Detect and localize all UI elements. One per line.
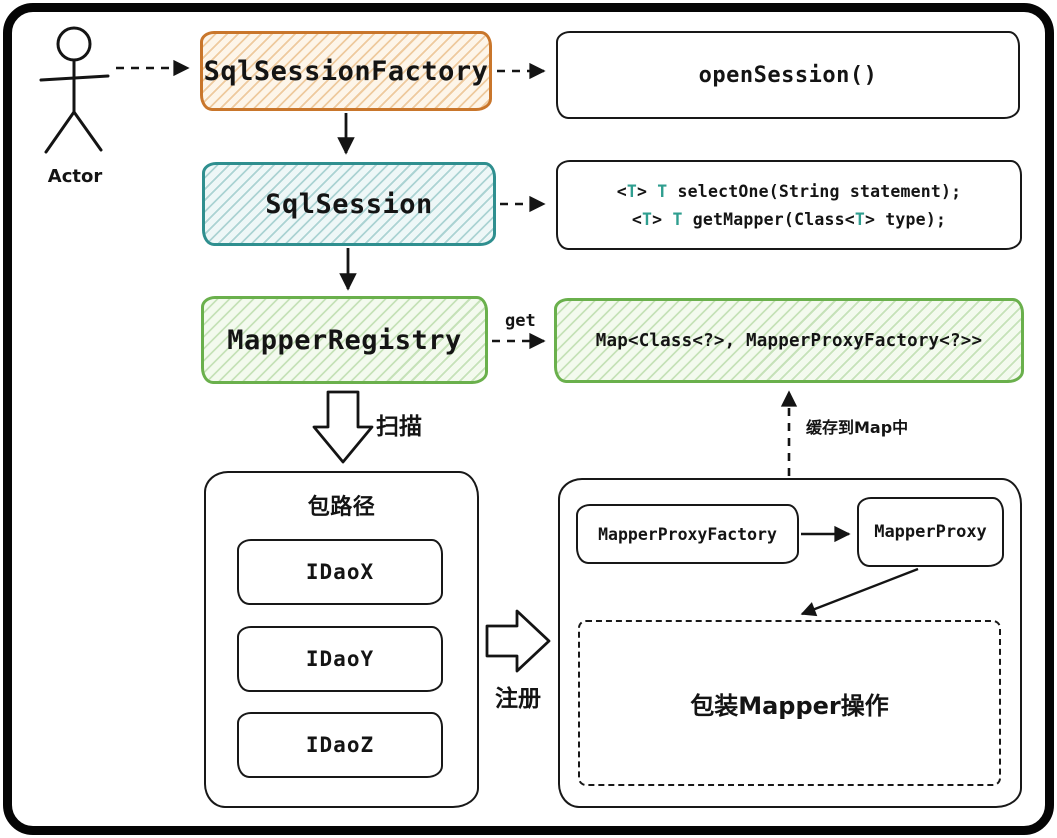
idaoy-label: IDaoY: [305, 647, 375, 671]
mapperregistry-label: MapperRegistry: [227, 324, 462, 356]
mapperproxy-label: MapperProxy: [874, 522, 987, 542]
code-part: <: [616, 181, 627, 201]
map-entry-node: Map<Class<?>, MapperProxyFactory<?>>: [554, 298, 1024, 383]
scan-label: 扫描: [376, 414, 422, 440]
idaoz-node: IDaoZ: [237, 712, 443, 778]
mapperproxyfactory-label: MapperProxyFactory: [598, 524, 777, 544]
sqlsessionfactory-node: SqlSessionFactory: [200, 31, 492, 111]
code-part: >: [636, 181, 658, 201]
sqlsessionfactory-label: SqlSessionFactory: [203, 55, 489, 87]
mapperregistry-node: MapperRegistry: [201, 296, 488, 384]
get-label: get: [505, 311, 536, 331]
code-part: selectOne(String statement);: [667, 181, 962, 201]
code-part: T: [672, 209, 683, 229]
code-line-getmapper: <T> T getMapper(Class<T> type);: [632, 210, 946, 229]
idaox-label: IDaoX: [305, 560, 375, 584]
mapperproxyfactory-node: MapperProxyFactory: [576, 504, 799, 564]
wrap-mapper-node: 包装Mapper操作: [578, 620, 1001, 786]
map-entry-label: Map<Class<?>, MapperProxyFactory<?>>: [595, 330, 983, 351]
cache-to-map-label: 缓存到Map中: [806, 418, 909, 437]
code-part: <: [631, 209, 643, 229]
code-part: T: [642, 209, 653, 229]
idaoy-node: IDaoY: [237, 626, 443, 692]
code-part: getMapper(Class<: [682, 209, 855, 229]
code-line-selectone: <T> T selectOne(String statement);: [617, 182, 962, 201]
session-methods-node: <T> T selectOne(String statement); <T> T…: [556, 160, 1022, 250]
actor-label: Actor: [47, 166, 103, 187]
opensession-label: openSession(): [698, 62, 878, 88]
mapperproxy-node: MapperProxy: [857, 497, 1004, 567]
sqlsession-node: SqlSession: [202, 162, 496, 246]
idaoz-label: IDaoZ: [305, 733, 375, 757]
code-part: T: [657, 181, 668, 201]
code-part: T: [626, 181, 637, 201]
opensession-node: openSession(): [556, 31, 1020, 119]
package-path-title: 包路径: [307, 495, 376, 520]
idaox-node: IDaoX: [237, 539, 443, 605]
code-part: T: [854, 209, 866, 229]
wrap-mapper-label: 包装Mapper操作: [690, 691, 889, 720]
sqlsession-label: SqlSession: [265, 188, 433, 220]
register-label: 注册: [495, 686, 541, 712]
code-part: >: [652, 209, 673, 229]
code-part: > type);: [865, 209, 947, 229]
